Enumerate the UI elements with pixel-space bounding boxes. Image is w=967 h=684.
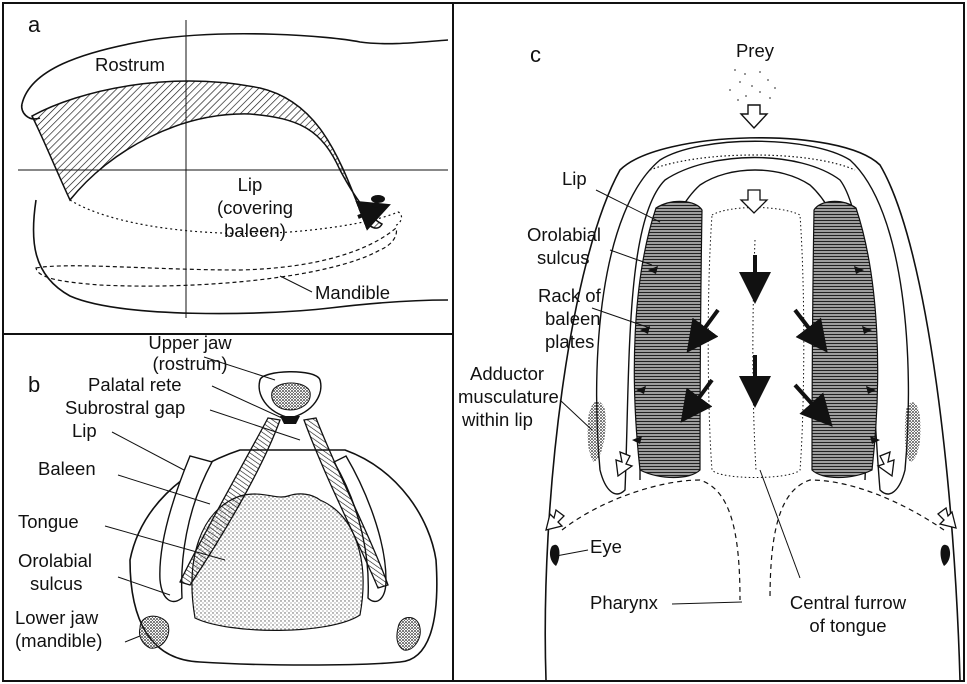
baleen-band bbox=[32, 81, 382, 228]
label-baleen-a: baleen) bbox=[224, 220, 286, 241]
right-adductor bbox=[905, 402, 921, 462]
label-eye: Eye bbox=[590, 536, 622, 557]
label-lower-jaw: Lower jaw bbox=[15, 607, 99, 628]
label-lip-c: Lip bbox=[562, 168, 587, 189]
label-rack-plates: plates bbox=[545, 331, 594, 352]
label-orolabial-c: Orolabial bbox=[527, 224, 601, 245]
label-central-furrow: Central furrow bbox=[790, 592, 907, 613]
label-adductor: Adductor bbox=[470, 363, 544, 384]
label-rack-baleen: baleen bbox=[545, 308, 601, 329]
upper-jaw-bone bbox=[272, 383, 311, 410]
label-lip: Lip bbox=[238, 174, 263, 195]
label-upper-jaw-rostrum: (rostrum) bbox=[152, 353, 227, 374]
panel-b: b Upper jaw (rostrum) bbox=[15, 332, 437, 665]
pharynx-outline-right bbox=[770, 480, 944, 600]
label-adductor-musculature: musculature bbox=[458, 386, 559, 407]
label-baleen-b: Baleen bbox=[38, 458, 96, 479]
flow-arrows-solid bbox=[690, 255, 822, 415]
mandible-dashed-outline bbox=[36, 228, 396, 286]
panel-b-letter: b bbox=[28, 372, 40, 397]
label-adductor-within: within lip bbox=[461, 409, 533, 430]
label-covering: (covering bbox=[217, 197, 293, 218]
label-palatal-rete: Palatal rete bbox=[88, 374, 182, 395]
label-of-tongue: of tongue bbox=[809, 615, 886, 636]
panel-a: a Rostrum Lip (covering baleen) Mandible bbox=[18, 12, 448, 318]
right-eye bbox=[941, 545, 951, 566]
label-orolabial-b: Orolabial bbox=[18, 550, 92, 571]
label-rostrum: Rostrum bbox=[95, 54, 165, 75]
left-baleen-rack bbox=[634, 201, 702, 477]
panel-c: c Prey bbox=[458, 40, 960, 680]
panel-a-letter: a bbox=[28, 12, 41, 37]
leader-mandible bbox=[280, 276, 312, 292]
prey-dots bbox=[729, 69, 776, 101]
prey-arrow-open bbox=[741, 105, 767, 128]
tongue-c bbox=[708, 208, 804, 478]
label-mandible: Mandible bbox=[315, 282, 390, 303]
label-lip-b: Lip bbox=[72, 420, 97, 441]
label-prey: Prey bbox=[736, 40, 775, 61]
label-orolabial-b-sulcus: sulcus bbox=[30, 573, 82, 594]
label-upper-jaw: Upper jaw bbox=[148, 332, 232, 353]
label-subrostral-gap: Subrostral gap bbox=[65, 397, 185, 418]
label-orolabial-c-sulcus: sulcus bbox=[537, 247, 589, 268]
label-rack: Rack of bbox=[538, 285, 602, 306]
label-lower-jaw-mandible: (mandible) bbox=[15, 630, 102, 651]
pharynx-outline bbox=[562, 480, 740, 600]
label-tongue: Tongue bbox=[18, 511, 79, 532]
label-pharynx: Pharynx bbox=[590, 592, 659, 613]
palatal-rete bbox=[280, 416, 300, 424]
panel-c-letter: c bbox=[530, 42, 541, 67]
